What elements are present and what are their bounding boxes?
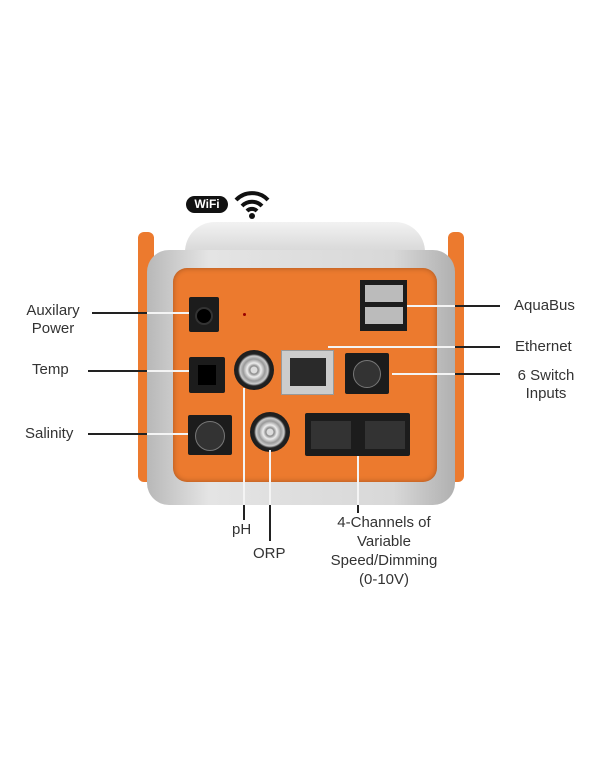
switch-inputs-port [345,353,389,394]
orp-port [250,412,290,452]
label-ph: pH [232,521,252,538]
wifi-icon [234,191,270,219]
led-indicator [243,313,246,316]
aux-power-port [189,297,219,332]
wifi-logo: WiFi [186,196,228,213]
ethernet-line [455,346,500,348]
salinity-line [88,433,147,435]
temp-port [189,357,225,393]
label-temp: Temp [32,361,69,378]
temp-line [88,370,147,372]
orp-line [269,505,271,541]
aquabus-line [455,305,500,307]
label-ethernet: Ethernet [515,338,572,355]
label-salinity: Salinity [25,425,74,442]
ph-line [243,505,245,520]
variable-speed-ports [305,413,410,456]
aux-power-line [92,312,147,314]
label-aquabus: AquaBus [514,297,575,314]
ph-port [234,350,274,390]
switch-inputs-line [455,373,500,375]
aquabus-port [360,280,407,331]
salinity-port [188,415,232,455]
ethernet-port [281,350,334,395]
label-orp: ORP [253,545,286,562]
variable-speed-line [357,505,359,513]
